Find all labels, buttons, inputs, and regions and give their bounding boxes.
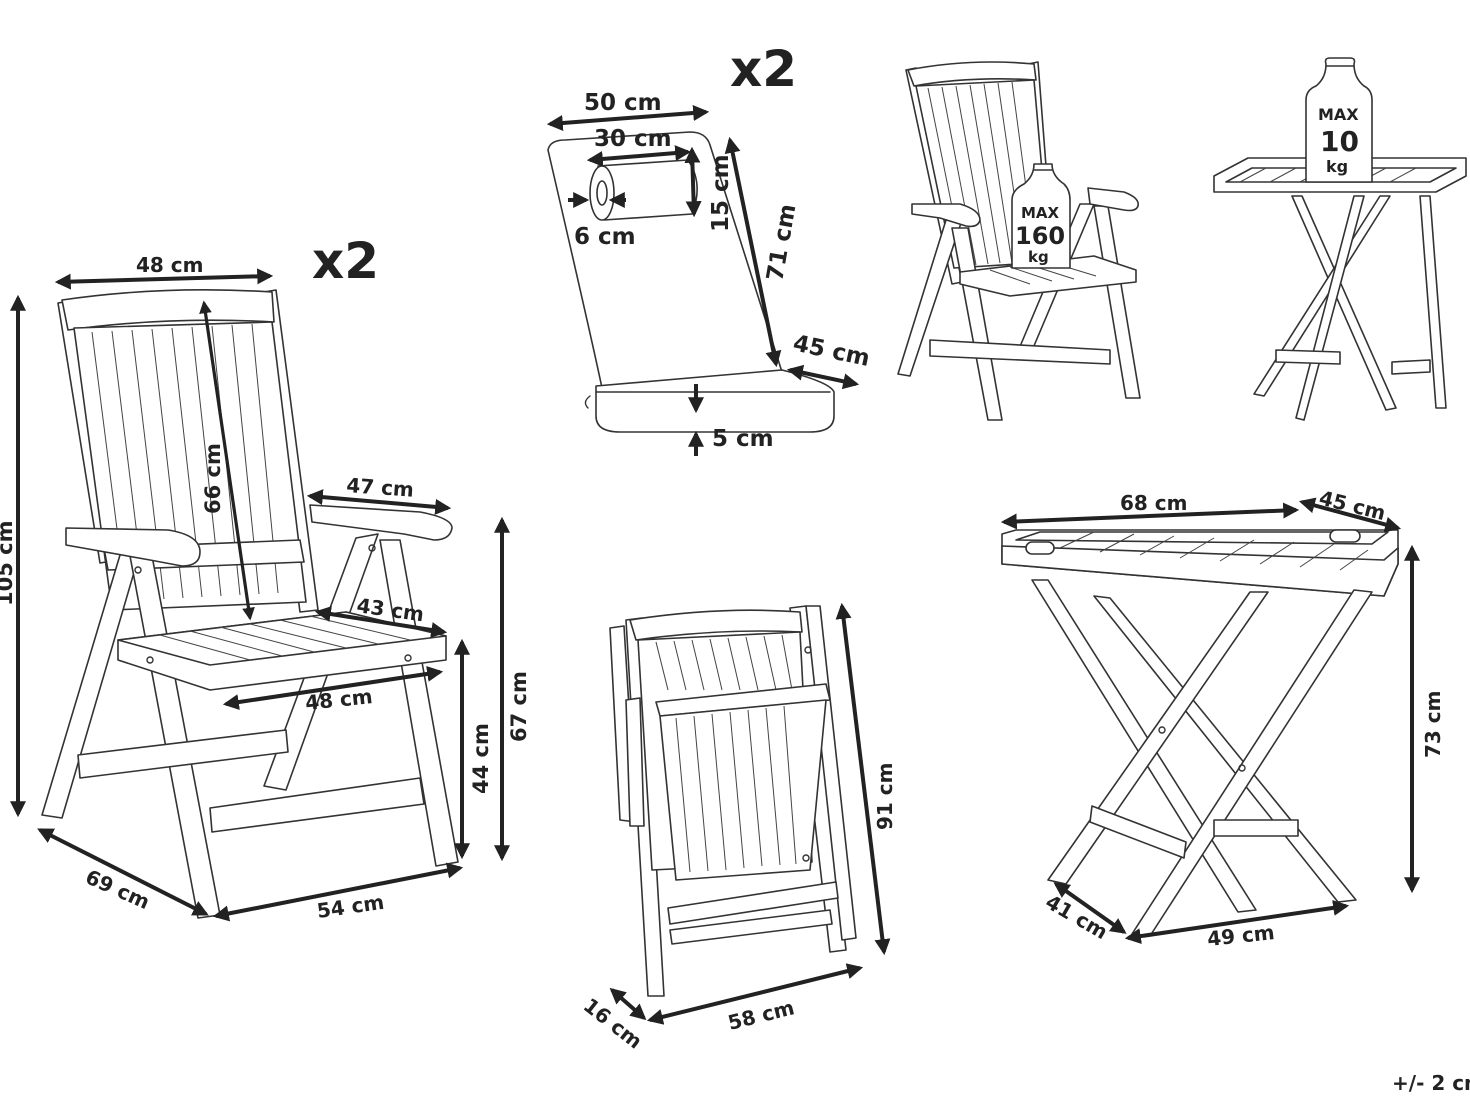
chair-front-leg-left <box>129 555 221 919</box>
tray-max-unit: kg <box>1326 157 1348 176</box>
chair-armrest-right <box>309 504 453 541</box>
cushion-quantity-label: x2 <box>730 40 797 98</box>
cushion-length-label: 71 cm <box>762 202 801 283</box>
table-dimension-lines <box>1000 497 1420 945</box>
head-pillow <box>589 159 698 221</box>
chair-dimension-lines <box>10 268 510 922</box>
chair-backrest-width-label: 48 cm <box>136 253 204 277</box>
chair-backrest-height-label: 66 cm <box>201 443 225 514</box>
chair-seat-height-label: 44 cm <box>469 723 493 794</box>
cushion-seat-depth-label: 45 cm <box>791 330 872 372</box>
chair-armrest-length-label: 47 cm <box>346 473 415 502</box>
cushion-thickness-label: 5 cm <box>712 426 774 452</box>
chair-max-value: 160 <box>1015 222 1065 250</box>
table-load-drawing <box>1213 157 1467 421</box>
table-height-label: 73 cm <box>1421 691 1445 759</box>
reclining-chair-drawing <box>41 288 459 919</box>
pillow-depth-label: 6 cm <box>574 224 636 250</box>
tray-max-value: 10 <box>1320 125 1359 158</box>
chair-max-load-weight <box>1011 163 1071 269</box>
tolerance-note: +/- 2 cm <box>1392 1071 1470 1095</box>
folded-chair-dimension-lines <box>609 602 891 1025</box>
cushion-drawing <box>547 131 835 433</box>
folded-height-label: 91 cm <box>873 763 897 831</box>
table-length-label: 68 cm <box>1120 491 1188 515</box>
chair-armrest-height-label: 67 cm <box>507 671 531 742</box>
cushion-width-label: 50 cm <box>584 90 662 116</box>
tray-table-drawing <box>1001 529 1399 937</box>
pillow-diameter-label: 15 cm <box>708 154 734 232</box>
table-max-load-weight <box>1305 57 1373 183</box>
chair-depth-label: 69 cm <box>82 865 153 914</box>
chair-quantity-label: x2 <box>312 232 379 290</box>
chair-rear-stretcher <box>77 729 289 779</box>
chair-rear-leg-left <box>41 551 141 819</box>
folded-chair-drawing <box>609 605 857 997</box>
chair-max-label: MAX <box>1021 204 1060 222</box>
cushion-dimension-lines <box>546 105 860 456</box>
tray-max-label: MAX <box>1318 105 1359 124</box>
pillow-length-label: 30 cm <box>594 126 672 152</box>
chair-load-drawing <box>897 61 1141 421</box>
chair-max-unit: kg <box>1028 248 1049 266</box>
folded-depth-label: 16 cm <box>579 993 647 1053</box>
folded-width-label: 58 cm <box>725 995 796 1035</box>
chair-overall-height-label: 105 cm <box>0 521 17 606</box>
chair-front-stretcher <box>209 777 425 833</box>
chair-front-leg-right <box>379 539 459 867</box>
table-width-label: 45 cm <box>1317 486 1388 526</box>
